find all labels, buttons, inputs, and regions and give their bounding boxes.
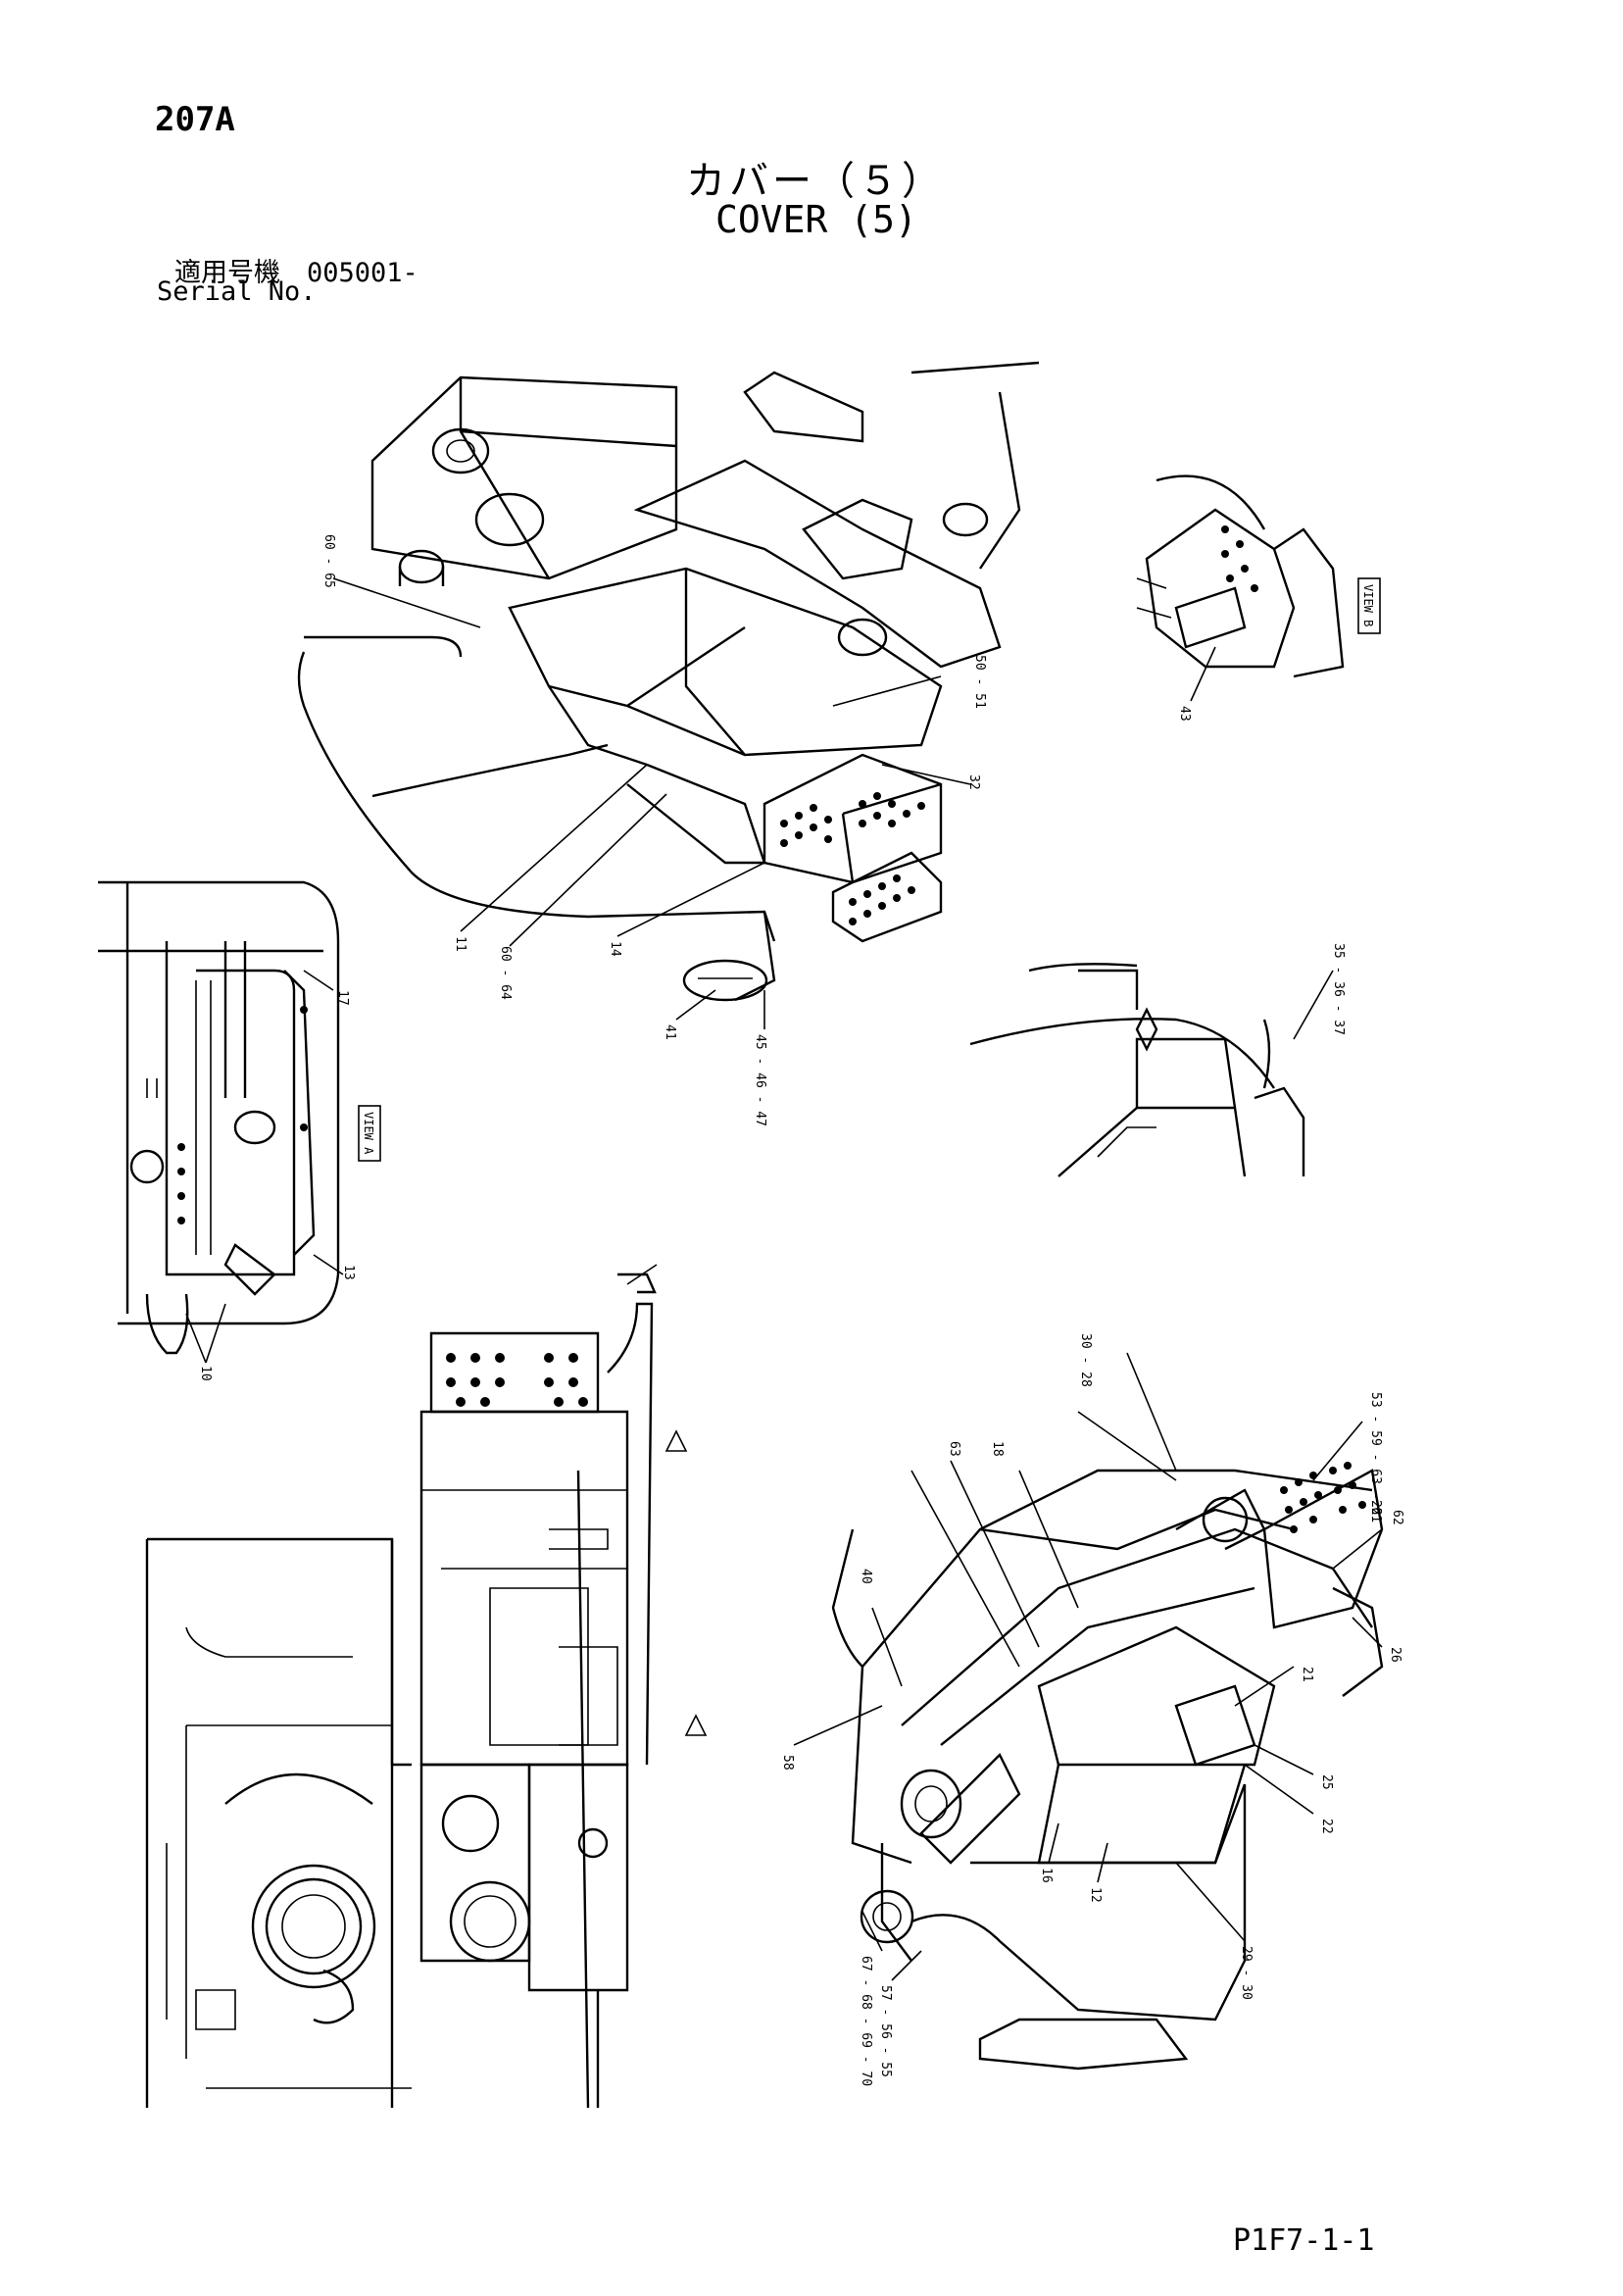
callout: 41 [663, 1024, 677, 1040]
callout: 62 [1390, 1510, 1404, 1525]
callout: 32 [966, 774, 981, 790]
callout: 13 [341, 1265, 356, 1280]
page-title: COVER (5) [715, 198, 917, 241]
callout: 30 - 28 [1078, 1333, 1093, 1387]
callout: 43 [1177, 706, 1192, 722]
perforation-holes [446, 1353, 588, 1407]
top-assembly-drawing: 60 - 65 50 - 51 32 11 60 - 64 14 41 45 -… [297, 361, 1040, 1126]
callout: 53 - 59 - 63 - 61 [1368, 1392, 1383, 1522]
callout: 67 - 68 - 69 - 70 [859, 1956, 873, 2086]
bottom-left-drawing [145, 1264, 708, 2109]
callout: 12 [1088, 1887, 1103, 1903]
view-a-drawing: 17 13 10 VIEW A [98, 880, 381, 1381]
serial-label: Serial No. [157, 276, 317, 307]
callout: 18 [990, 1441, 1005, 1457]
callout: 11 [453, 936, 467, 952]
callout: 17 [335, 990, 350, 1006]
callout: 63 [947, 1441, 961, 1457]
callout: 58 [780, 1755, 795, 1771]
serial-label-japanese: 適用号機 005001- [174, 258, 418, 288]
callout: 50 - 51 [972, 655, 987, 709]
callout: 22 [1319, 1819, 1334, 1834]
view-a-tag: VIEW A [362, 1112, 375, 1155]
callout: 35 - 36 - 37 [1331, 943, 1346, 1035]
view-b-tag: VIEW B [1361, 584, 1375, 626]
figure-code: P1F7-1-1 [1233, 2223, 1375, 2258]
callout: 21 [1300, 1667, 1314, 1682]
perforation-holes [780, 792, 925, 925]
callout: 10 [198, 1366, 213, 1381]
page-number: 207A [155, 100, 235, 139]
callout: 29 - 30 [1239, 1946, 1254, 2000]
callout: 57 - 56 - 55 [878, 1985, 893, 2077]
right-detail-drawing: 35 - 36 - 37 [969, 943, 1346, 1177]
callout: 25 [1319, 1774, 1334, 1790]
perforation-holes [1280, 1462, 1366, 1533]
bottom-right-drawing: 30 - 28 53 - 59 - 63 - 61 18 62 63 22 40… [780, 1333, 1404, 2086]
callout: 26 [1388, 1647, 1402, 1663]
callout: 45 - 46 - 47 [753, 1034, 767, 1126]
callout: 60 - 65 [321, 534, 336, 588]
callout: 16 [1039, 1868, 1054, 1883]
callout: 60 - 64 [498, 946, 513, 1000]
callout: 40 [859, 1569, 873, 1584]
view-b-drawing: 43 VIEW B [1136, 474, 1381, 722]
callout: 22 [1368, 1500, 1383, 1516]
page-title-japanese: カバー（５） [686, 159, 945, 204]
callout: 14 [608, 941, 622, 957]
